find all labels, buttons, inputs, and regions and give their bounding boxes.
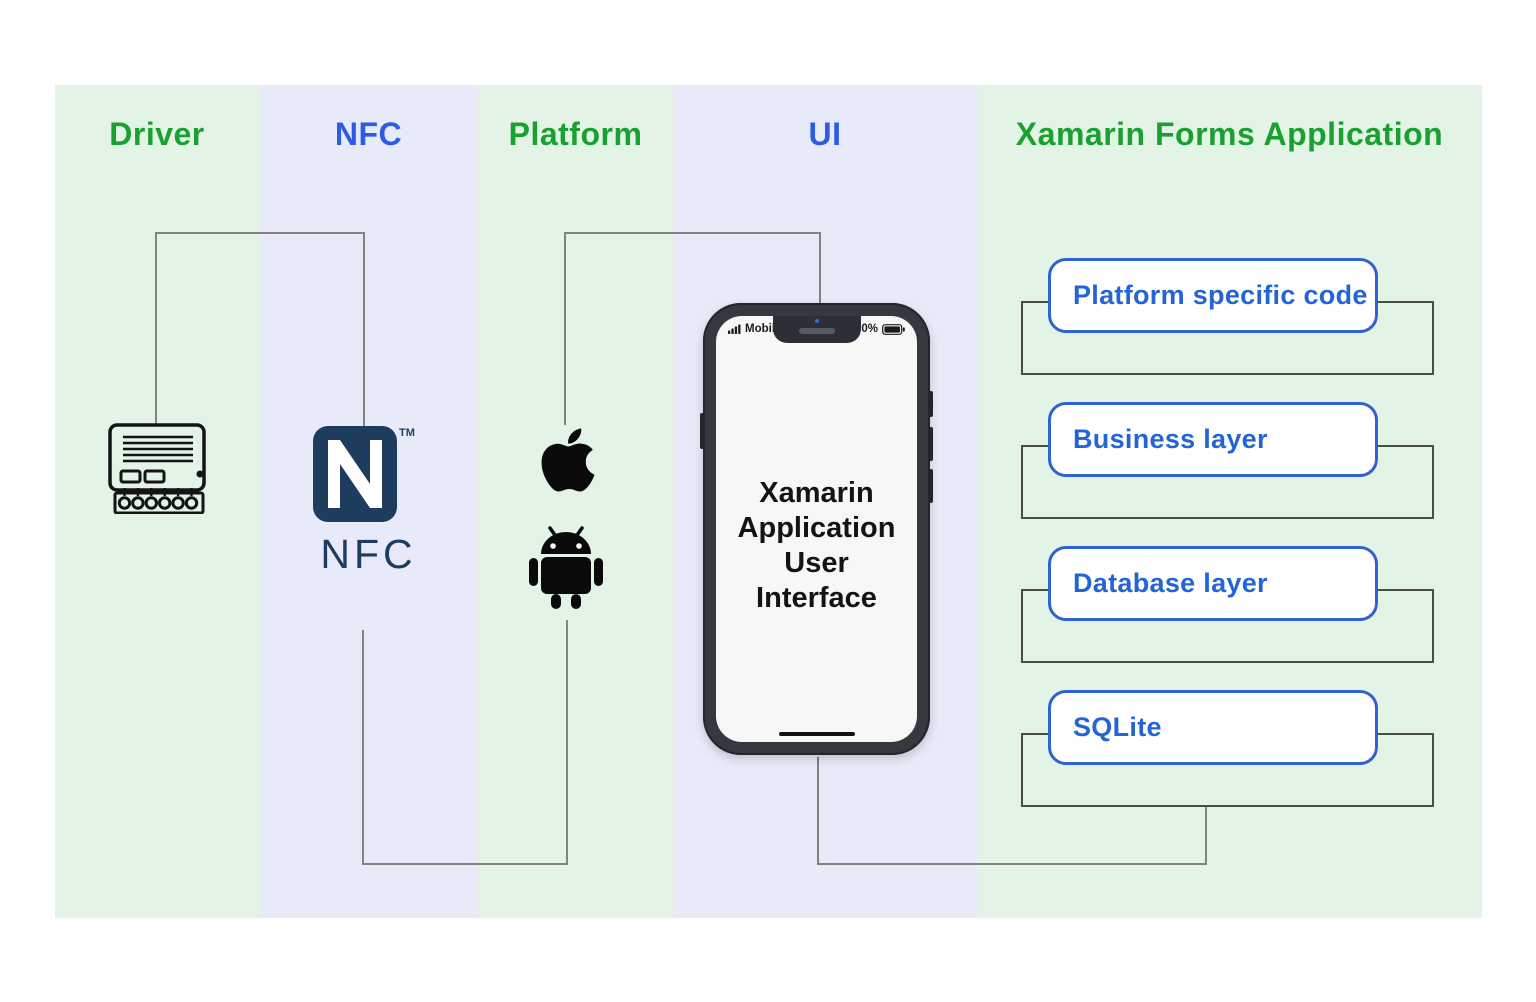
column-header-xamarin: Xamarin Forms Application	[1015, 116, 1444, 152]
node-sqlite: SQLite	[1048, 690, 1378, 765]
column-header-ui: UI	[808, 116, 842, 152]
apple-icon	[541, 428, 595, 492]
node-label: Platform specific code	[1073, 280, 1368, 310]
phone-side-button	[929, 427, 933, 461]
nfc-trademark: TM	[399, 427, 415, 439]
nfc-nmark-icon	[313, 426, 397, 522]
android-icon	[529, 526, 603, 609]
battery-icon	[882, 323, 905, 335]
node-label: Business layer	[1073, 424, 1268, 454]
node-business-layer: Business layer	[1048, 402, 1378, 477]
node-platform-specific-code: Platform specific code	[1048, 258, 1378, 333]
phone-side-button	[700, 413, 704, 449]
phone-notch	[772, 316, 861, 343]
phone-screen-title: Xamarin Application User Interface	[716, 476, 917, 616]
phone-screen-line: Application	[737, 512, 896, 544]
phone-screen: Mobile 100%	[716, 316, 917, 742]
node-database-layer: Database layer	[1048, 546, 1378, 621]
column-header-nfc: NFC	[334, 116, 403, 152]
column-header-platform: Platform	[508, 116, 643, 152]
node-label: Database layer	[1073, 568, 1268, 598]
home-indicator	[778, 731, 855, 736]
phone-screen-line: User	[784, 547, 849, 579]
phone-side-button	[929, 391, 933, 417]
phone-screen-line: Xamarin	[759, 477, 874, 509]
column-band-platform	[478, 85, 673, 918]
phone-screen-line: Interface	[756, 582, 877, 614]
nfc-wordmark: NFC	[320, 531, 417, 577]
column-band-xamarin	[977, 85, 1482, 918]
camera-dot	[814, 319, 819, 323]
phone-mockup: Mobile 100%	[700, 303, 933, 755]
phone-side-button	[929, 469, 933, 503]
speaker-slit	[798, 328, 835, 334]
signal-icon	[728, 324, 741, 334]
driver-device-icon	[108, 423, 206, 514]
column-header-driver: Driver	[109, 116, 205, 152]
node-label: SQLite	[1073, 712, 1162, 742]
